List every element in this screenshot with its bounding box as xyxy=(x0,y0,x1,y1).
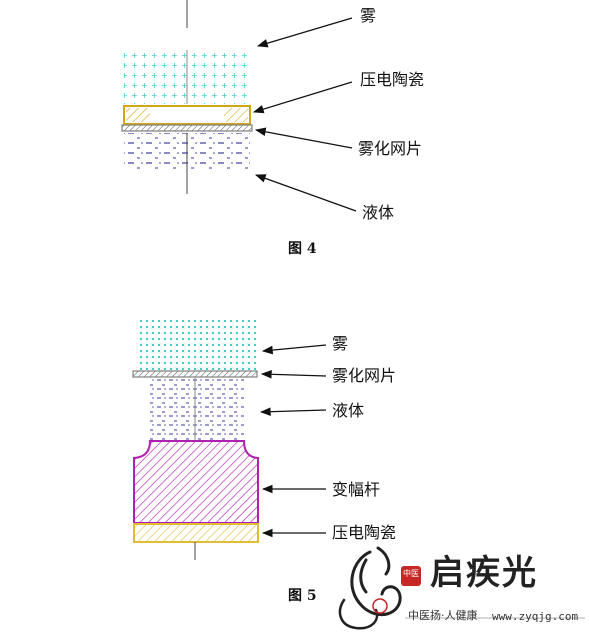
watermark-url: www.zyqjg.com xyxy=(492,610,579,623)
watermark-logo xyxy=(338,546,585,630)
fig5-arrow-mesh xyxy=(260,369,327,379)
figure-4 xyxy=(121,0,357,212)
fig4-piezo-right xyxy=(224,108,248,122)
fig4-piezo-left xyxy=(126,108,150,122)
fig5-caption: 图 5 xyxy=(288,588,317,604)
fig5-arrow-liquid xyxy=(259,407,327,417)
fig4-arrow-mist xyxy=(256,17,353,48)
dragon-swirl-icon xyxy=(350,546,402,617)
dragon-tail-icon xyxy=(338,598,379,630)
fig5-arrow-mist xyxy=(261,344,327,355)
watermark-seal-text: 中医 xyxy=(403,569,419,578)
watermark-tagline: 中医扬·人健康 xyxy=(408,609,478,622)
fig5-label-mist: 雾 xyxy=(332,334,349,353)
fig4-label-mist: 雾 xyxy=(360,6,377,25)
fig5-mesh-plate xyxy=(132,370,258,378)
fig4-mesh-plate xyxy=(121,124,253,132)
fig4-label-liquid: 液体 xyxy=(362,203,395,222)
fig5-piezo xyxy=(133,523,259,543)
fig5-label-piezo: 压电陶瓷 xyxy=(332,523,397,542)
seal-stamp xyxy=(401,566,421,586)
fig4-label-mesh: 雾化网片 xyxy=(358,139,423,158)
fig4-label-piezo: 压电陶瓷 xyxy=(360,70,425,89)
fig5-label-mesh: 雾化网片 xyxy=(332,366,397,385)
fig5-label-horn: 变幅杆 xyxy=(332,480,381,499)
fig4-caption: 图 4 xyxy=(288,241,317,257)
watermark-brand: 启疾光 xyxy=(430,553,538,593)
fig4-piezo-ring xyxy=(123,105,251,125)
fig4-arrow-liquid xyxy=(254,174,357,212)
fig4-arrow-mesh xyxy=(254,127,353,149)
seal-circle-icon xyxy=(372,598,388,614)
figure-5 xyxy=(132,318,327,560)
fig5-liquid-region xyxy=(150,379,244,441)
fig5-horn xyxy=(133,440,259,524)
fig5-mist-region xyxy=(136,318,258,370)
fig5-label-liquid: 液体 xyxy=(332,401,365,420)
fig4-arrow-piezo xyxy=(252,81,353,114)
